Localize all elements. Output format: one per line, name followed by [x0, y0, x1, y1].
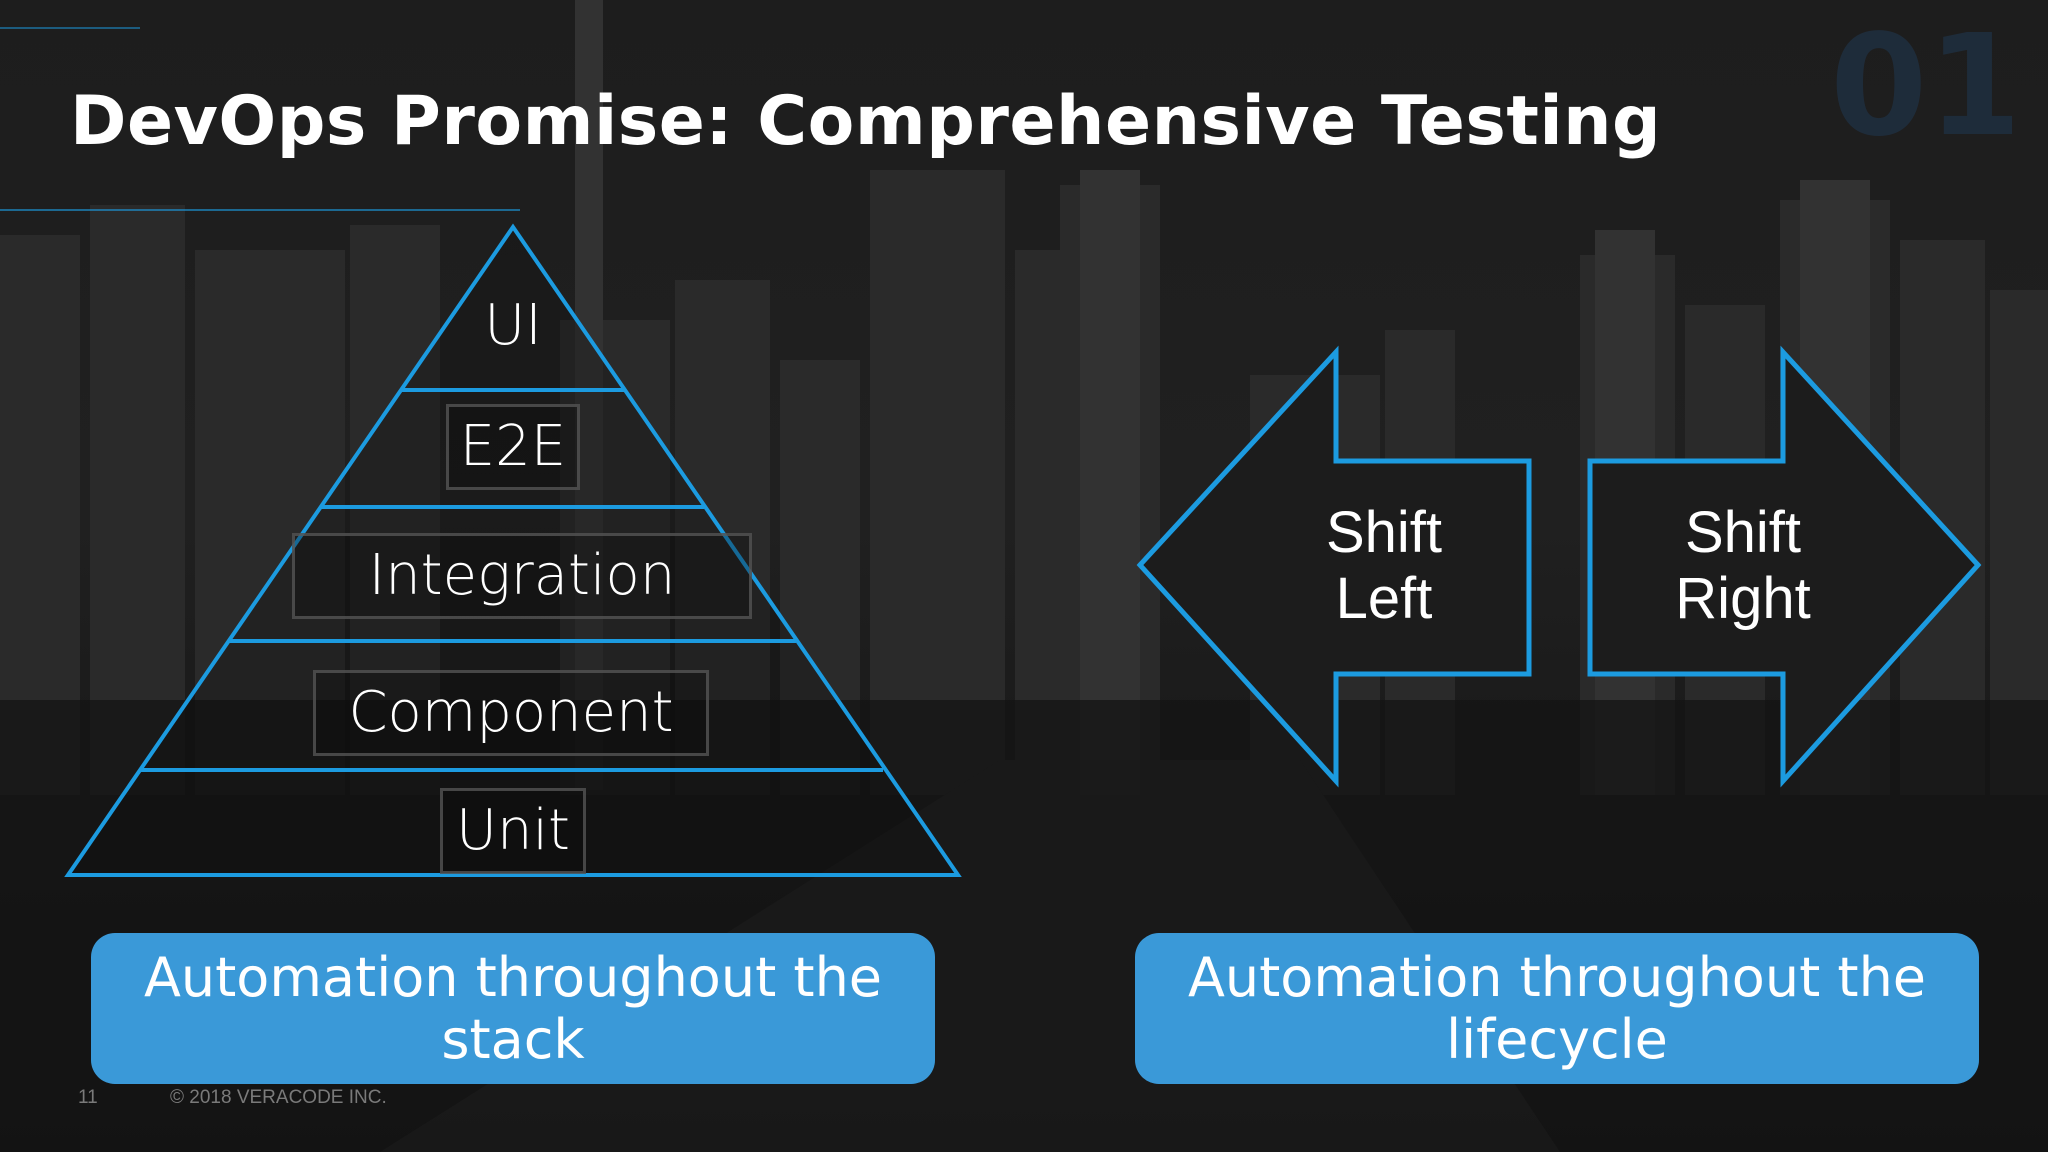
slide-title: DevOps Promise: Comprehensive Testing [70, 82, 1662, 161]
tier-unit-label: Unit [440, 788, 586, 874]
stack-automation-callout: Automation throughout the stack [91, 933, 935, 1084]
copyright-notice: © 2018 VERACODE INC. [170, 1087, 387, 1108]
shift-right-line1: Shift [1684, 500, 1802, 565]
logo-text: 01 [1830, 28, 2012, 144]
shift-left-line2: Left [1335, 566, 1433, 631]
tier-component-label: Component [313, 670, 709, 756]
pyramid-outline [64, 223, 962, 877]
tier-e2e-label: E2E [446, 404, 580, 490]
shift-right-arrow [1587, 345, 1982, 788]
shift-right-line2: Right [1675, 566, 1811, 631]
tier-ui-label: UI [484, 293, 542, 358]
lifecycle-callout-line2: lifecycle [1446, 1007, 1668, 1071]
shift-right-label: Shift Right [1593, 500, 1893, 632]
shift-left-arrow [1136, 345, 1532, 788]
stack-callout-line1: Automation throughout the [143, 945, 883, 1009]
stack-callout-line2: stack [441, 1007, 585, 1071]
shift-left-label: Shift Left [1234, 500, 1534, 632]
logo-icon: 01 [1830, 28, 2012, 144]
page-number: 11 [78, 1087, 98, 1108]
lifecycle-automation-callout: Automation throughout the lifecycle [1135, 933, 1979, 1084]
tier-integration-label: Integration [292, 533, 752, 619]
lifecycle-callout-line1: Automation throughout the [1187, 945, 1927, 1009]
shift-left-line1: Shift [1325, 500, 1443, 565]
test-pyramid [64, 223, 962, 877]
